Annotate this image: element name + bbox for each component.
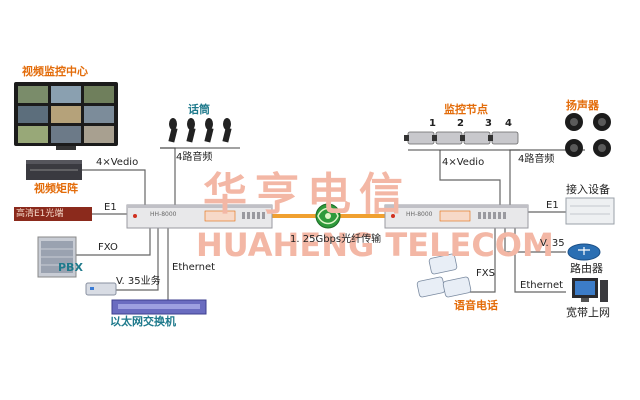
video-matrix-box — [26, 160, 82, 180]
fxs-label: FXS — [476, 268, 495, 279]
ethernet-line-right — [514, 228, 566, 293]
watermark-en: HUAHENG TELECOM — [196, 226, 554, 264]
e1-left-label: E1 — [104, 202, 117, 213]
vedio-line-left — [82, 169, 146, 205]
mic-label: 话筒 — [188, 103, 210, 116]
video-wall-monitor — [14, 82, 118, 150]
audio-left-label: 4路音频 — [176, 152, 213, 163]
speaker-label: 扬声器 — [566, 99, 599, 112]
access-device — [565, 197, 615, 225]
audio-right-label: 4路音频 — [518, 154, 555, 165]
ethernet-switch — [111, 299, 207, 315]
vedio-right-label: 4×Vedio — [442, 157, 485, 168]
e1-panel — [14, 207, 92, 221]
pc-icon — [572, 278, 608, 302]
voice-phones — [416, 253, 472, 298]
video-center-label: 视频监控中心 — [22, 65, 88, 78]
fxo-line-left — [76, 228, 151, 256]
audio-line-left — [160, 147, 176, 205]
monitor-nodes-label: 监控节点 — [444, 103, 488, 116]
pbx-label: PBX — [58, 261, 83, 274]
microphones — [160, 118, 240, 149]
v35-left-label: V. 35业务 — [116, 276, 161, 287]
e1-panel-text: 高清E1光端 — [16, 209, 64, 219]
v35-right-label: V. 35 — [540, 238, 565, 249]
device-caption-left: HH-8000 — [150, 211, 177, 218]
router-label: 路由器 — [570, 262, 603, 275]
vedio-line-right — [439, 150, 501, 205]
v35-line-left — [116, 228, 159, 291]
camera-number-2: 2 — [457, 118, 464, 129]
watermark-cn: 华亨电信 — [203, 169, 411, 220]
pbx-cabinet — [37, 236, 77, 278]
optical-terminal-right — [384, 204, 529, 229]
camera-number-1: 1 — [429, 118, 436, 129]
camera-number-3: 3 — [485, 118, 492, 129]
router-icon — [567, 243, 601, 261]
surveillance-cameras — [404, 131, 520, 151]
optical-terminal-left — [126, 204, 273, 229]
vedio-left-label: 4×Vedio — [96, 157, 139, 168]
speakers — [565, 113, 611, 157]
fxo-label: FXO — [98, 242, 118, 253]
voice-phone-label: 语音电话 — [454, 299, 498, 312]
access-device-label: 接入设备 — [566, 183, 610, 196]
camera-number-4: 4 — [505, 118, 512, 129]
e1-right-label: E1 — [546, 200, 559, 211]
fxs-line-right — [470, 228, 496, 293]
ethernet-right-label: Ethernet — [520, 280, 564, 291]
ethernet-left-label: Ethernet — [172, 262, 216, 273]
video-matrix-label: 视频矩阵 — [34, 182, 78, 195]
v35-modem — [85, 282, 117, 296]
v35-line-right — [504, 228, 566, 253]
fiber-label: 1. 25Gbps光纤传输 — [290, 234, 382, 245]
fiber-spool-icon — [315, 203, 341, 229]
device-caption-right: HH-8000 — [406, 211, 433, 218]
eth-switch-label: 以太网交换机 — [110, 315, 176, 328]
broadband-label: 宽带上网 — [566, 306, 610, 319]
